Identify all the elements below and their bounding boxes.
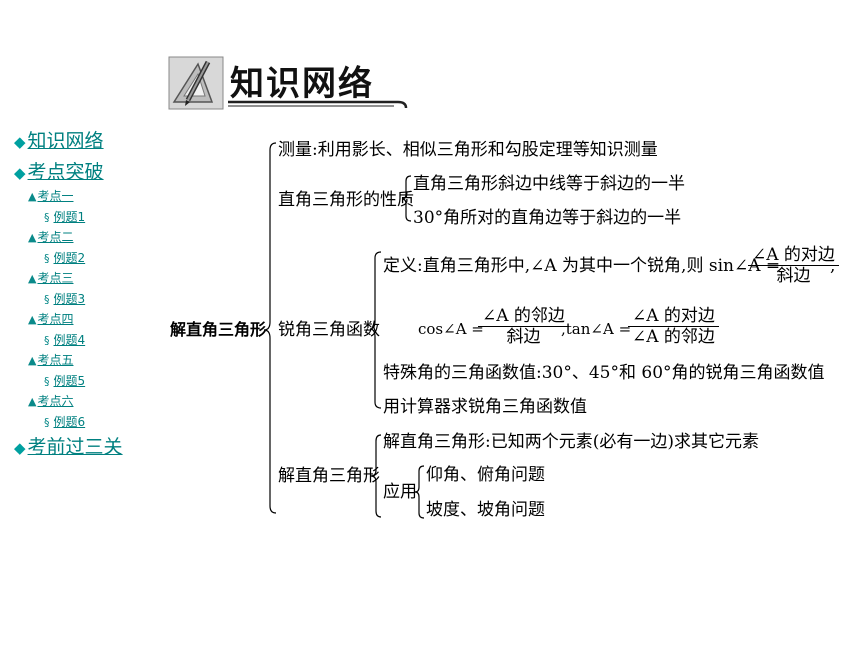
tan-denominator: ∠A 的邻边: [632, 327, 715, 347]
nav-link-point-4[interactable]: 考点四: [37, 312, 74, 326]
nav-item-example-6[interactable]: §例题6: [44, 415, 85, 430]
nav-link-point-3[interactable]: 考点三: [37, 271, 74, 285]
nav-item-example-5[interactable]: §例题5: [44, 374, 85, 389]
sin-numerator: ∠A 的对边: [748, 245, 839, 266]
diamond-icon: ◆: [14, 164, 26, 182]
nav-link-example-4[interactable]: 例题4: [53, 333, 86, 347]
tree-trig-special: 特殊角的三角函数值:30°、45°和 60°角的锐角三角函数值: [383, 363, 825, 383]
tree-solve-label: 解直角三角形: [278, 466, 380, 486]
cos-fraction: ∠A 的邻边 斜边: [478, 306, 569, 347]
tree-props-item-2: 30°角所对的直角边等于斜边的一半: [413, 208, 682, 228]
nav-item-point-1[interactable]: ▲考点一: [28, 189, 73, 204]
diamond-icon: ◆: [14, 133, 26, 151]
nav-link-point-6[interactable]: 考点六: [37, 394, 74, 408]
section-sign-icon: §: [44, 416, 50, 429]
nav-link-point-5[interactable]: 考点五: [37, 353, 74, 367]
tree-props-label: 直角三角形的性质: [278, 190, 414, 210]
sin-denominator: 斜边: [776, 266, 811, 286]
tree-trig-calculator: 用计算器求锐角三角函数值: [383, 397, 587, 417]
tree-measure: 测量:利用影长、相似三角形和勾股定理等知识测量: [278, 140, 658, 160]
triangle-icon: ▲: [28, 313, 37, 326]
nav-link-point-1[interactable]: 考点一: [37, 189, 74, 203]
nav-item-example-4[interactable]: §例题4: [44, 333, 85, 348]
nav-link-knowledge-network[interactable]: 知识网络: [27, 130, 104, 152]
section-banner: 知识网络: [168, 50, 410, 112]
tree-trig-definition: 定义:直角三角形中,∠A 为其中一个锐角,则 sin∠A =: [383, 256, 781, 276]
tan-prefix: ,tan∠A =: [561, 320, 632, 338]
nav-item-point-2[interactable]: ▲考点二: [28, 230, 73, 245]
cos-prefix: cos∠A =: [418, 320, 484, 338]
tan-numerator: ∠A 的对边: [628, 306, 719, 327]
triangle-icon: ▲: [28, 231, 37, 244]
tree-app-item-2: 坡度、坡角问题: [426, 500, 545, 520]
nav-link-example-2[interactable]: 例题2: [53, 251, 86, 265]
left-navigation: ◆知识网络 ◆考点突破 ▲考点一 §例题1 ▲考点二 §例题2 ▲考点三 §例题…: [14, 0, 154, 645]
nav-item-key-points[interactable]: ◆考点突破: [14, 161, 104, 184]
tree-props-item-1: 直角三角形斜边中线等于斜边的一半: [413, 174, 685, 194]
nav-item-point-6[interactable]: ▲考点六: [28, 394, 73, 409]
triangle-icon: ▲: [28, 354, 37, 367]
title-underline: [228, 100, 408, 109]
triangle-icon: ▲: [28, 272, 37, 285]
nav-item-point-4[interactable]: ▲考点四: [28, 312, 73, 327]
tree-root: 解直角三角形: [170, 320, 267, 339]
section-sign-icon: §: [44, 375, 50, 388]
nav-item-example-3[interactable]: §例题3: [44, 292, 85, 307]
diamond-icon: ◆: [14, 439, 26, 457]
cos-numerator: ∠A 的邻边: [478, 306, 569, 327]
nav-link-key-points[interactable]: 考点突破: [27, 161, 104, 183]
tree-solve-known: 解直角三角形:已知两个元素(必有一边)求其它元素: [383, 432, 759, 452]
section-sign-icon: §: [44, 293, 50, 306]
nav-link-example-5[interactable]: 例题5: [53, 374, 86, 388]
triangle-icon: ▲: [28, 190, 37, 203]
nav-item-example-2[interactable]: §例题2: [44, 251, 85, 266]
sin-fraction: ∠A 的对边 斜边: [748, 245, 839, 286]
section-sign-icon: §: [44, 211, 50, 224]
section-title: 知识网络: [230, 64, 374, 104]
tree-app-item-1: 仰角、俯角问题: [426, 465, 545, 485]
tree-app-label: 应用: [383, 482, 417, 502]
nav-item-example-1[interactable]: §例题1: [44, 210, 85, 225]
nav-item-final-review[interactable]: ◆考前过三关: [14, 436, 123, 459]
nav-link-point-2[interactable]: 考点二: [37, 230, 74, 244]
nav-link-example-6[interactable]: 例题6: [53, 415, 86, 429]
section-sign-icon: §: [44, 334, 50, 347]
nav-item-point-3[interactable]: ▲考点三: [28, 271, 73, 286]
triangle-icon: ▲: [28, 395, 37, 408]
section-sign-icon: §: [44, 252, 50, 265]
nav-link-example-1[interactable]: 例题1: [53, 210, 86, 224]
tree-trig-label: 锐角三角函数: [278, 320, 380, 340]
nav-link-example-3[interactable]: 例题3: [53, 292, 86, 306]
nav-link-final-review[interactable]: 考前过三关: [27, 436, 123, 458]
cos-denominator: 斜边: [506, 327, 541, 347]
nav-item-knowledge-network[interactable]: ◆知识网络: [14, 130, 104, 153]
tan-fraction: ∠A 的对边 ∠A 的邻边: [628, 306, 719, 347]
pencil-triangle-ruler-icon: [168, 56, 224, 110]
nav-item-point-5[interactable]: ▲考点五: [28, 353, 73, 368]
sin-comma: ,: [830, 256, 836, 276]
